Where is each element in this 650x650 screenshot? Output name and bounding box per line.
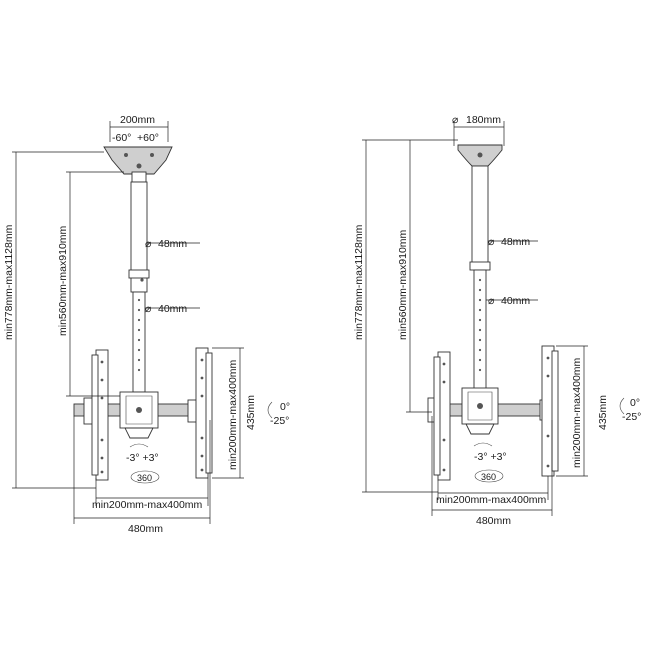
left-tilt-arrow-icon xyxy=(267,401,273,419)
right-diameter-icon-2: ⌀ xyxy=(488,236,495,248)
left-vesa-h: min200mm-max400mm xyxy=(92,499,203,511)
left-level: -3° +3° xyxy=(126,452,159,464)
right-mount: ⌀ 180mm ⌀ 48mm ⌀ 40mm xyxy=(353,114,641,527)
right-vesa-v: min200mm-max400mm xyxy=(571,357,583,468)
left-diameter-icon-2: ⌀ xyxy=(145,303,152,315)
left-diameter-icon: ⌀ xyxy=(145,238,152,250)
right-vesa-bracket-right xyxy=(541,345,559,477)
right-vesa-bracket-left xyxy=(433,351,451,481)
left-height-total: min778mm-max1128mm xyxy=(3,224,15,340)
left-tilt-down: -25° xyxy=(270,415,289,427)
right-width: 480mm xyxy=(476,515,511,527)
left-tilt-right: +60° xyxy=(137,132,159,144)
right-diameter-icon: ⌀ xyxy=(452,114,459,126)
left-tilt-left: -60° xyxy=(112,132,131,144)
right-vesa-h: min200mm-max400mm xyxy=(436,494,547,506)
left-vesa-v: min200mm-max400mm xyxy=(227,359,239,470)
left-vesa-bracket-left xyxy=(91,349,109,481)
right-tilt-arrow-icon xyxy=(619,397,625,415)
left-tube-inner: 40mm xyxy=(158,303,187,315)
left-vesa-bracket-right xyxy=(195,347,213,479)
right-height-tube: min560mm-max910mm xyxy=(397,229,409,340)
left-tilt-up: 0° xyxy=(280,401,290,413)
left-top-width: 200mm xyxy=(120,114,155,126)
right-diameter-icon-3: ⌀ xyxy=(488,295,495,307)
right-bracket-h: 435mm xyxy=(597,395,609,430)
right-outer-tube xyxy=(471,165,489,267)
right-tube-inner: 40mm xyxy=(501,295,530,307)
right-swivel-icon xyxy=(474,469,504,483)
right-tube-outer: 48mm xyxy=(501,236,530,248)
right-swivel: 360 xyxy=(481,472,496,482)
right-level: -3° +3° xyxy=(474,451,507,463)
left-swivel-icon xyxy=(130,470,160,484)
right-plate-dia: 180mm xyxy=(466,114,501,126)
left-bracket-h: 435mm xyxy=(245,395,257,430)
right-tilt-down: -25° xyxy=(622,411,641,423)
left-height-tube: min560mm-max910mm xyxy=(57,225,69,336)
right-height-total: min778mm-max1128mm xyxy=(353,224,365,340)
left-tube-outer: 48mm xyxy=(158,238,187,250)
left-inner-tube xyxy=(132,291,146,393)
right-tilt-up: 0° xyxy=(630,397,640,409)
left-mount: 200mm -60° +60° ⌀ 48mm ⌀ 40mm xyxy=(3,114,290,535)
left-ceiling-plate xyxy=(103,146,173,175)
left-width: 480mm xyxy=(128,523,163,535)
left-swivel: 360 xyxy=(137,473,152,483)
